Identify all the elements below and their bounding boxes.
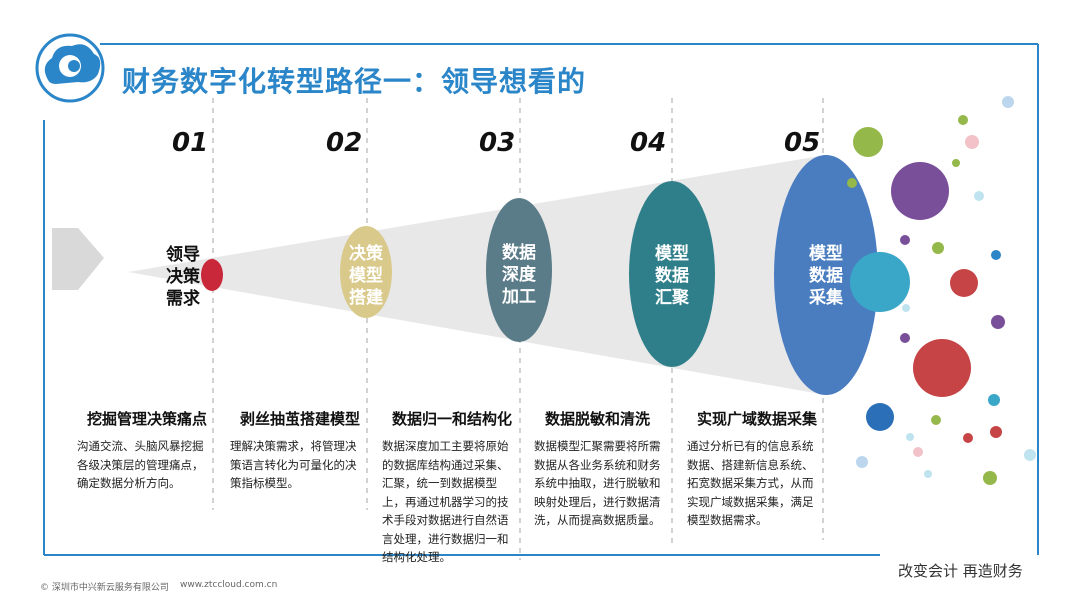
step-label-03: 数据 深度 加工 — [502, 243, 536, 307]
step-heading-03: 数据归一和结构化 — [392, 410, 513, 428]
step-label-01: 领导 决策 需求 — [166, 245, 200, 309]
step-heading-05: 实现广域数据采集 — [697, 410, 818, 428]
funnel-cone — [128, 155, 826, 395]
page-title: 财务数字化转型路径一：领导想看的 — [122, 65, 587, 98]
step-number-05: 05 — [784, 128, 821, 158]
step-number-01: 01 — [172, 128, 209, 158]
step-label-05: 模型 数据 采集 — [809, 244, 843, 308]
step-desc-01: 沟通交流、头脑风暴挖掘各级决策层的管理痛点，确定数据分析方向。 — [77, 439, 204, 490]
slogan: 改变会计 再造财务 — [898, 562, 1023, 580]
step-heading-01: 挖掘管理决策痛点 — [87, 410, 208, 428]
step-label-04: 模型 数据 汇聚 — [655, 244, 689, 308]
step-number-02: 02 — [326, 128, 363, 158]
step-desc-04: 数据模型汇聚需要将所需数据从各业务系统和财务系统中抽取，进行脱敏和映射处理后，进… — [534, 439, 661, 527]
step-number-04: 04 — [630, 128, 667, 158]
step-desc-03: 数据深度加工主要将原始的数据库结构通过采集、汇聚，统一到数据模型上，再通过机器学… — [382, 439, 509, 564]
step-03-ellipse — [486, 198, 552, 342]
footer-url: www.ztccloud.com.cn — [180, 580, 278, 590]
step-desc-05: 通过分析已有的信息系统数据、搭建新信息系统、拓宽数据采集方式，从而实现广域数据采… — [687, 439, 814, 527]
decorative-bubbles — [847, 96, 1036, 485]
step-number-03: 03 — [479, 128, 516, 158]
step-heading-04: 数据脱敏和清洗 — [545, 410, 651, 428]
cloud-logo-icon — [35, 33, 105, 103]
step-heading-02: 剥丝抽茧搭建模型 — [240, 410, 361, 428]
footer-copyright: © 深圳市中兴新云服务有限公司 — [40, 583, 169, 593]
step-desc-02: 理解决策需求，将管理决策语言转化为可量化的决策指标模型。 — [230, 439, 357, 490]
left-arrow-icon — [52, 228, 104, 290]
step-05-ellipse — [774, 155, 878, 395]
step-04-ellipse — [629, 181, 715, 367]
step-02-ellipse — [340, 226, 392, 318]
step-label-02: 决策 模型 搭建 — [349, 244, 383, 308]
step-01-ellipse — [201, 259, 223, 291]
